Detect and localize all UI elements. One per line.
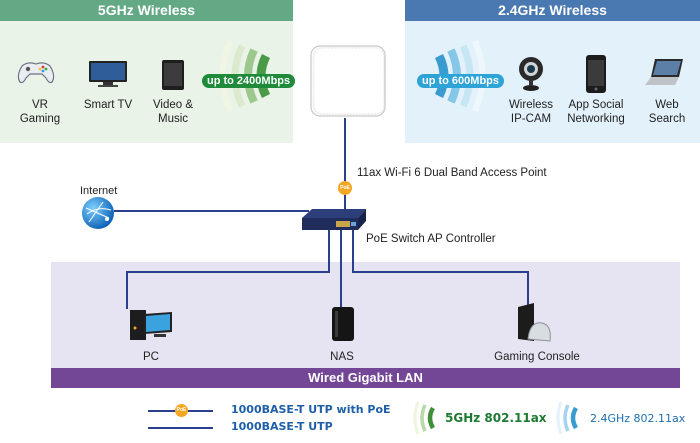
label-line: Video & — [152, 99, 194, 111]
label-line: Search — [648, 113, 686, 125]
wire-internet-to-switch — [114, 210, 309, 212]
legend-poe-badge: PoE — [175, 404, 188, 417]
wire-lan-segment — [126, 271, 128, 309]
access-point-icon — [309, 43, 387, 118]
device-label-vr-gaming: VR Gaming — [0, 98, 80, 126]
wire-lan-segment — [352, 262, 354, 273]
speed-badge-5ghz: up to 2400Mbps — [202, 74, 296, 88]
label-line: App Social — [568, 99, 624, 111]
internet-label: Internet — [80, 185, 118, 197]
tablet-icon — [161, 59, 185, 91]
legend-text-5ghz: 5GHz 802.11ax — [445, 411, 547, 425]
webcam-icon — [517, 56, 545, 92]
laptop-icon — [645, 57, 685, 87]
pc-icon — [128, 306, 176, 342]
legend-line-utp — [148, 427, 213, 429]
panel-24ghz-title: 2.4GHz Wireless — [405, 0, 700, 21]
legend-text-utp: 1000BASE-T UTP — [231, 420, 333, 433]
label-line: Music — [157, 113, 189, 125]
wire-lan-segment — [340, 262, 342, 310]
legend-text-24ghz: 2.4GHz 802.11ax — [590, 412, 686, 425]
label-line: Web — [655, 99, 679, 111]
label-line: Networking — [567, 113, 625, 125]
access-point-label: 11ax Wi-Fi 6 Dual Band Access Point — [357, 167, 547, 179]
panel-24ghz-wireless: 2.4GHz Wireless up to 600Mbps Wireless I… — [405, 0, 700, 143]
label-line: Wireless — [508, 99, 554, 111]
device-label-web-search: Web Search — [627, 98, 700, 126]
wired-lan-title: Wired Gigabit LAN — [51, 368, 680, 388]
wire-ap-to-switch — [344, 118, 346, 213]
panel-5ghz-title: 5GHz Wireless — [0, 0, 293, 21]
panel-5ghz-wireless: 5GHz Wireless VR Gaming Smart TV — [0, 0, 296, 143]
smartphone-icon — [585, 54, 607, 94]
device-label-app-social-networking: App Social Networking — [556, 98, 636, 126]
gamepad-icon — [16, 56, 56, 88]
wire-lan-segment — [352, 271, 528, 273]
tv-icon — [88, 60, 128, 90]
label-line: Gaming — [19, 113, 61, 125]
poe-badge: PoE — [338, 181, 352, 195]
legend-text-utp-poe: 1000BASE-T UTP with PoE — [231, 403, 391, 416]
device-label-wireless-ip-cam: Wireless IP-CAM — [491, 98, 571, 126]
globe-icon — [81, 196, 115, 230]
legend-5ghz-waves-icon — [413, 401, 435, 435]
nas-icon — [331, 306, 355, 342]
device-label-video-music: Video & Music — [133, 98, 213, 126]
speed-badge-24ghz: up to 600Mbps — [417, 74, 505, 88]
wire-switch-to-console-vertical — [352, 228, 354, 273]
legend-24ghz-waves-icon — [556, 401, 578, 435]
wire-lan-segment — [527, 271, 529, 305]
label-line: VR — [32, 99, 48, 111]
device-label-smart-tv: Smart TV — [68, 98, 148, 112]
wire-switch-to-pc-vertical — [328, 228, 330, 273]
label-line: Smart TV — [83, 99, 133, 111]
lan-device-label-nas: NAS — [330, 351, 354, 363]
lan-device-label-gaming-console: Gaming Console — [494, 351, 580, 363]
switch-label: PoE Switch AP Controller — [366, 233, 496, 245]
wire-lan-segment — [328, 262, 330, 273]
wire-lan-segment — [126, 271, 330, 273]
label-line: IP-CAM — [510, 113, 552, 125]
lan-device-label-pc: PC — [143, 351, 159, 363]
poe-switch-icon — [300, 208, 368, 232]
game-console-icon — [514, 303, 554, 343]
